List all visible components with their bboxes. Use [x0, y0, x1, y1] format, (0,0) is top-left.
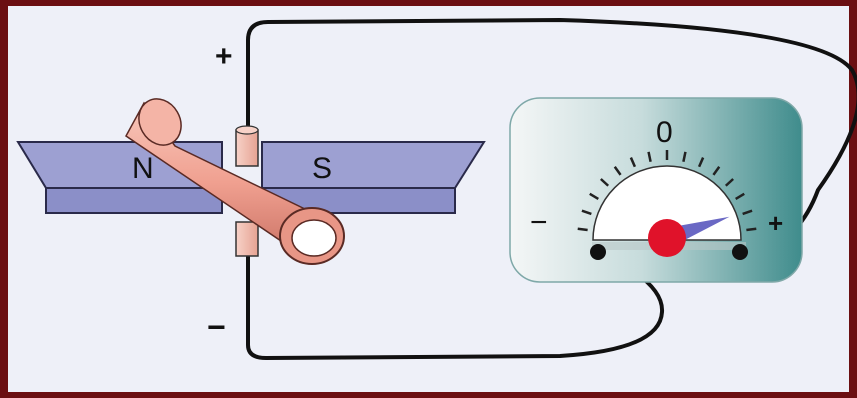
- meter-zero-label: 0: [656, 116, 673, 149]
- meter-scale-ticks: [577, 150, 757, 232]
- magnet-south-top: [261, 141, 486, 189]
- meter-tick: [712, 165, 721, 176]
- meter-tick: [629, 157, 637, 168]
- south-pole-label: S: [312, 152, 332, 185]
- meter-tick: [682, 151, 687, 162]
- magnet-north-front: [45, 187, 223, 214]
- meter-tick: [724, 178, 735, 187]
- meter-tick: [746, 227, 757, 232]
- lower-terminal-post: [235, 221, 259, 257]
- meter-tick: [735, 192, 745, 201]
- meter-minus-terminal: [590, 244, 606, 260]
- meter-tick: [589, 192, 599, 201]
- meter-needle-hub: [648, 219, 686, 257]
- upper-terminal-post: [235, 129, 259, 167]
- meter-tick: [599, 178, 610, 187]
- meter-tick: [742, 209, 753, 216]
- top-plus-label: +: [215, 40, 233, 73]
- meter-minus-label: −: [530, 206, 548, 239]
- conductor-rod: [125, 98, 345, 265]
- north-pole-label: N: [132, 152, 154, 185]
- top-wire: [246, 17, 857, 254]
- meter-plus-label: +: [768, 208, 783, 238]
- meter-tick: [581, 209, 592, 216]
- galvanometer: 0 − +: [509, 97, 803, 283]
- meter-tick: [577, 227, 588, 232]
- bottom-minus-label: −: [207, 309, 226, 345]
- meter-plus-terminal: [732, 244, 748, 260]
- bottom-wire: [246, 248, 665, 361]
- meter-tick: [697, 157, 705, 168]
- meter-tick: [613, 165, 622, 176]
- meter-tick: [647, 151, 652, 162]
